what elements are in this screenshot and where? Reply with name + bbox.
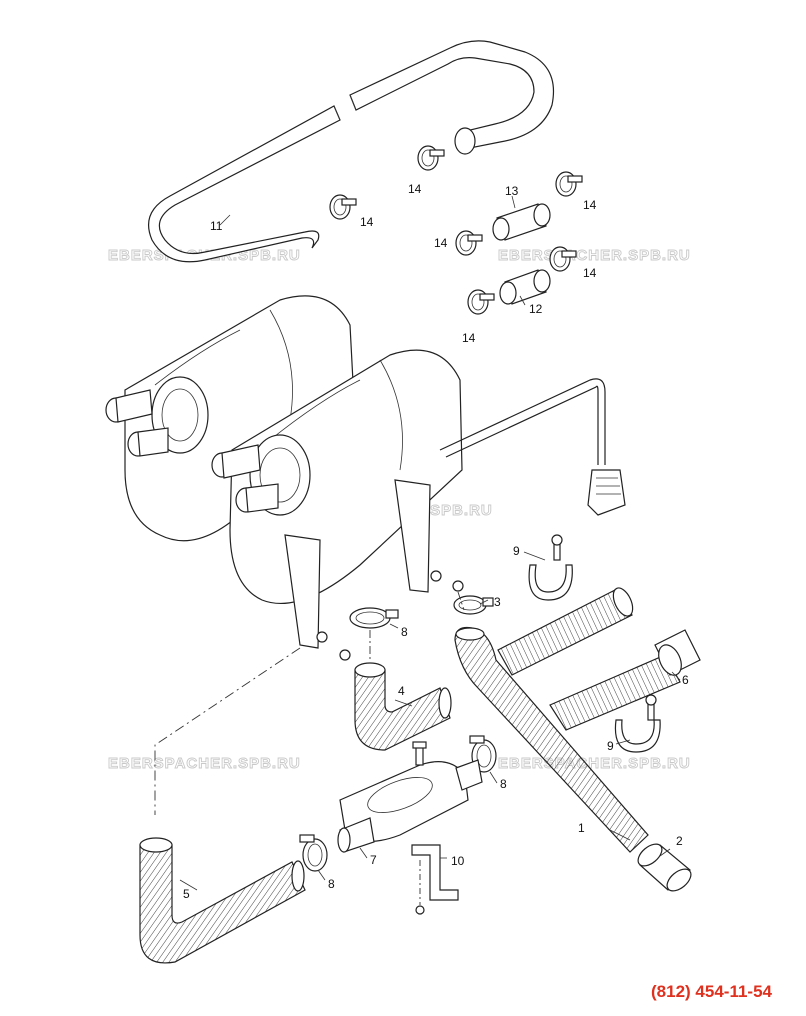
part-label-10: 10 [451, 854, 465, 868]
part-label-14: 14 [462, 331, 476, 345]
part-label-8: 8 [401, 625, 408, 639]
contact-phone: (812) 454-11-54 [651, 982, 772, 1001]
sleeve-end-cap [654, 629, 701, 676]
hose-clamp [549, 246, 577, 272]
exhaust-elbow [354, 662, 452, 751]
exhaust-silencer [337, 741, 483, 853]
part-label-14: 14 [360, 215, 374, 229]
leader-lines [179, 195, 681, 891]
hose-clamp [555, 171, 583, 197]
part-label-14: 14 [408, 182, 422, 196]
silencer-bracket [411, 844, 459, 915]
hose-clamp [329, 194, 357, 220]
coolant-hose-loop [148, 40, 555, 263]
part-label-13: 13 [505, 184, 519, 198]
part-label-12: 12 [529, 302, 543, 316]
pipe-bracket [528, 534, 573, 601]
watermark-text: EBERSPACHER.SPB.RU [108, 755, 301, 772]
exhaust-hose [139, 837, 306, 964]
part-label-3: 3 [494, 595, 501, 609]
part-label-4: 4 [398, 684, 405, 698]
part-label-14: 14 [434, 236, 448, 250]
assembly-guide-lines [154, 591, 465, 905]
combustion-air-hose [454, 626, 649, 853]
part-label-1: 1 [578, 821, 585, 835]
hose-clamp [299, 834, 328, 872]
heater-unit-front [211, 349, 464, 661]
part-label-14: 14 [583, 198, 597, 212]
watermark-text: EBERSPACHER.SPB.RU [498, 755, 691, 772]
hose-clamp [453, 595, 494, 615]
hose-clamp [467, 289, 495, 315]
part-label-14: 14 [583, 266, 597, 280]
corrugated-sleeve-lower [549, 654, 681, 731]
part-label-11: 11 [210, 219, 223, 233]
hose-clamp [417, 145, 445, 171]
heater-unit-rear [105, 295, 356, 542]
part-label-5: 5 [183, 887, 190, 901]
wiring-harness [439, 378, 626, 516]
part-label-8: 8 [328, 877, 335, 891]
part-label-7: 7 [370, 853, 377, 867]
watermark-text: EBERSPACHER.SPB.RU [498, 247, 691, 264]
part-labels: 1 2 3 4 5 6 7 8 8 8 9 9 10 11 12 13 14 1… [183, 182, 689, 901]
part-label-8: 8 [500, 777, 507, 791]
part-label-6: 6 [682, 673, 689, 687]
hose-clamp [455, 230, 483, 256]
part-label-9: 9 [607, 739, 614, 753]
part-label-2: 2 [676, 834, 683, 848]
hose-connector-12 [499, 269, 551, 305]
corrugated-sleeve-upper [497, 587, 634, 676]
hose-end-cap [637, 843, 692, 892]
part-label-9: 9 [513, 544, 520, 558]
hose-connector-13 [492, 203, 551, 241]
hose-clamp [349, 607, 399, 629]
